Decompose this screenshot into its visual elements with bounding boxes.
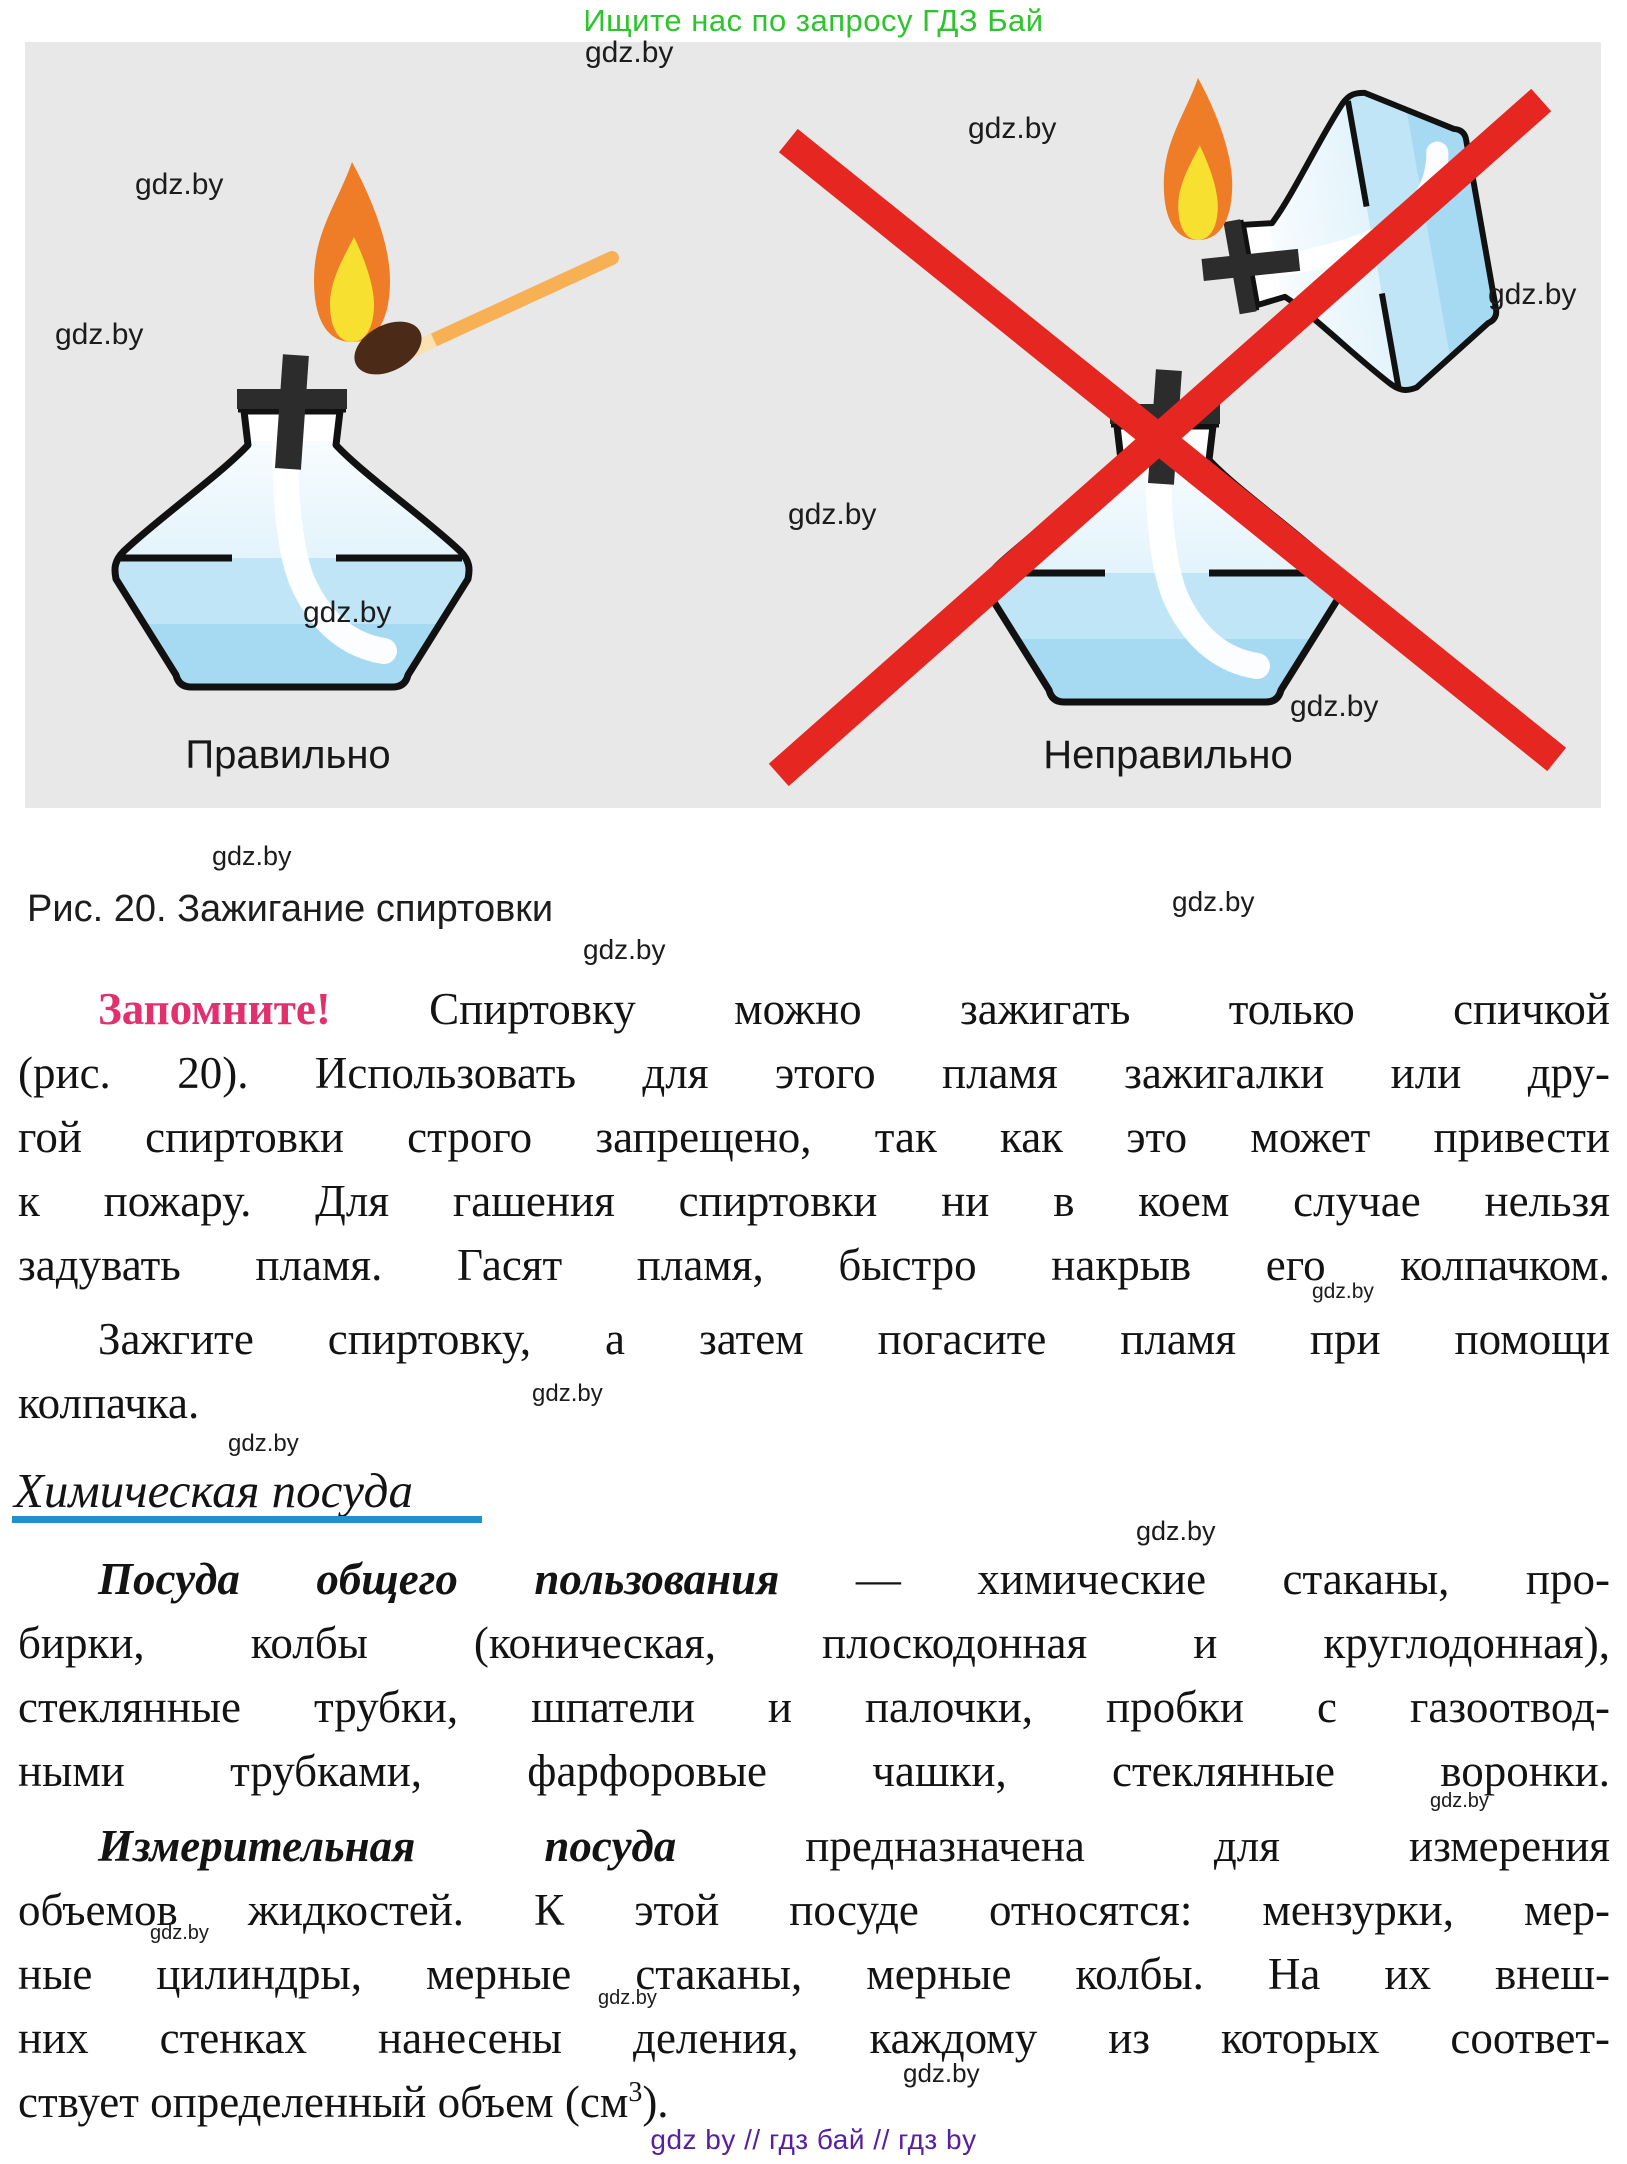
- paragraph-1-line: Запомните! Спиртовку можно зажигать толь…: [18, 983, 1610, 1035]
- spirit-lamp-left: [112, 354, 472, 691]
- paragraph-2-line: колпачка.: [18, 1378, 200, 1428]
- watermark: gdz.by: [598, 1987, 657, 2009]
- heading-underline: [12, 1516, 482, 1523]
- paragraph-4-line: объемов жидкостей. К этой посуде относят…: [18, 1885, 1610, 1935]
- watermark: gdz.by: [583, 934, 666, 965]
- paragraph-4-line: Измерительная посуда предназначена для и…: [18, 1820, 1610, 1872]
- incorrect-scene-illustration: [768, 55, 1567, 787]
- label-correct: Правильно: [185, 733, 391, 777]
- top-banner: Ищите нас по запросу ГДЗ Бай: [583, 3, 1044, 38]
- section-heading: Химическая посуда: [14, 1463, 413, 1518]
- remember-lead: Запомните!: [98, 984, 331, 1034]
- watermark: gdz.by: [1488, 278, 1577, 311]
- watermark: gdz.by: [1430, 1790, 1489, 1812]
- watermark: gdz.by: [212, 841, 292, 871]
- watermark: gdz.by: [1172, 886, 1255, 917]
- watermark: gdz.by: [135, 168, 224, 201]
- paragraph-3-line: ными трубками, фарфоровые чашки, стеклян…: [18, 1746, 1610, 1796]
- watermark: gdz.by: [55, 318, 144, 351]
- paragraph-1-line: (рис. 20). Использовать для этого пламя …: [18, 1048, 1610, 1098]
- match-icon: [354, 251, 619, 375]
- paragraph-text: предназначена для измерения: [676, 1821, 1610, 1871]
- watermark: gdz.by: [228, 1430, 299, 1457]
- paragraph-text: ).: [642, 2077, 669, 2127]
- bottom-footer: gdz by // гдз бай // гдз by: [650, 2124, 977, 2155]
- lamp-flame-icon: [1163, 77, 1233, 240]
- paragraph-1-line: к пожару. Для гашения спиртовки ни в кое…: [18, 1176, 1610, 1226]
- paragraph-1-line: задувать пламя. Гасят пламя, быстро накр…: [18, 1240, 1610, 1290]
- watermark: gdz.by: [585, 36, 674, 69]
- red-cross-icon: [768, 88, 1567, 787]
- match-flame-icon: [314, 162, 390, 342]
- correct-scene-illustration: [80, 162, 619, 765]
- paragraph-2-line: Зажгите спиртовку, а затем погасите плам…: [98, 1314, 1610, 1364]
- paragraph-text: ствует определенный объем (см: [18, 2077, 629, 2127]
- watermark: gdz.by: [532, 1380, 603, 1407]
- watermark: gdz.by: [1290, 690, 1379, 723]
- paragraph-4-line: них стенках нанесены деления, каждому из…: [18, 2013, 1610, 2063]
- watermark: gdz.by: [1312, 1280, 1374, 1303]
- watermark: gdz.by: [1136, 1516, 1216, 1546]
- paragraph-text: — химические стаканы, про-: [779, 1554, 1610, 1604]
- watermark: gdz.by: [303, 596, 392, 629]
- paragraph-3-line: Посуда общего пользования — химические с…: [18, 1553, 1610, 1605]
- paragraph-4-line: ные цилиндры, мерные стаканы, мерные кол…: [18, 1949, 1610, 1999]
- paragraph-3-line: бирки, колбы (коническая, плоскодонная и…: [18, 1618, 1610, 1668]
- watermark: gdz.by: [903, 2058, 980, 2088]
- paragraph-3-line: стеклянные трубки, шпатели и палочки, пр…: [18, 1682, 1610, 1732]
- superscript-3: 3: [628, 2077, 643, 2108]
- watermark: gdz.by: [150, 1922, 209, 1944]
- watermark: gdz.by: [788, 498, 877, 531]
- label-incorrect: Неправильно: [1043, 733, 1293, 777]
- paragraph-text: Спиртовку можно зажигать только спичкой: [330, 984, 1610, 1034]
- measuring-glassware-lead: Измерительная посуда: [98, 1821, 677, 1871]
- paragraph-1-line: гой спиртовки строго запрещено, так как …: [18, 1112, 1610, 1162]
- paragraph-4-line: ствует определенный объем (см3).: [18, 2076, 1610, 2128]
- watermark: gdz.by: [968, 112, 1057, 145]
- figure-caption: Рис. 20. Зажигание спиртовки: [27, 888, 554, 930]
- common-glassware-lead: Посуда общего пользования: [98, 1554, 780, 1604]
